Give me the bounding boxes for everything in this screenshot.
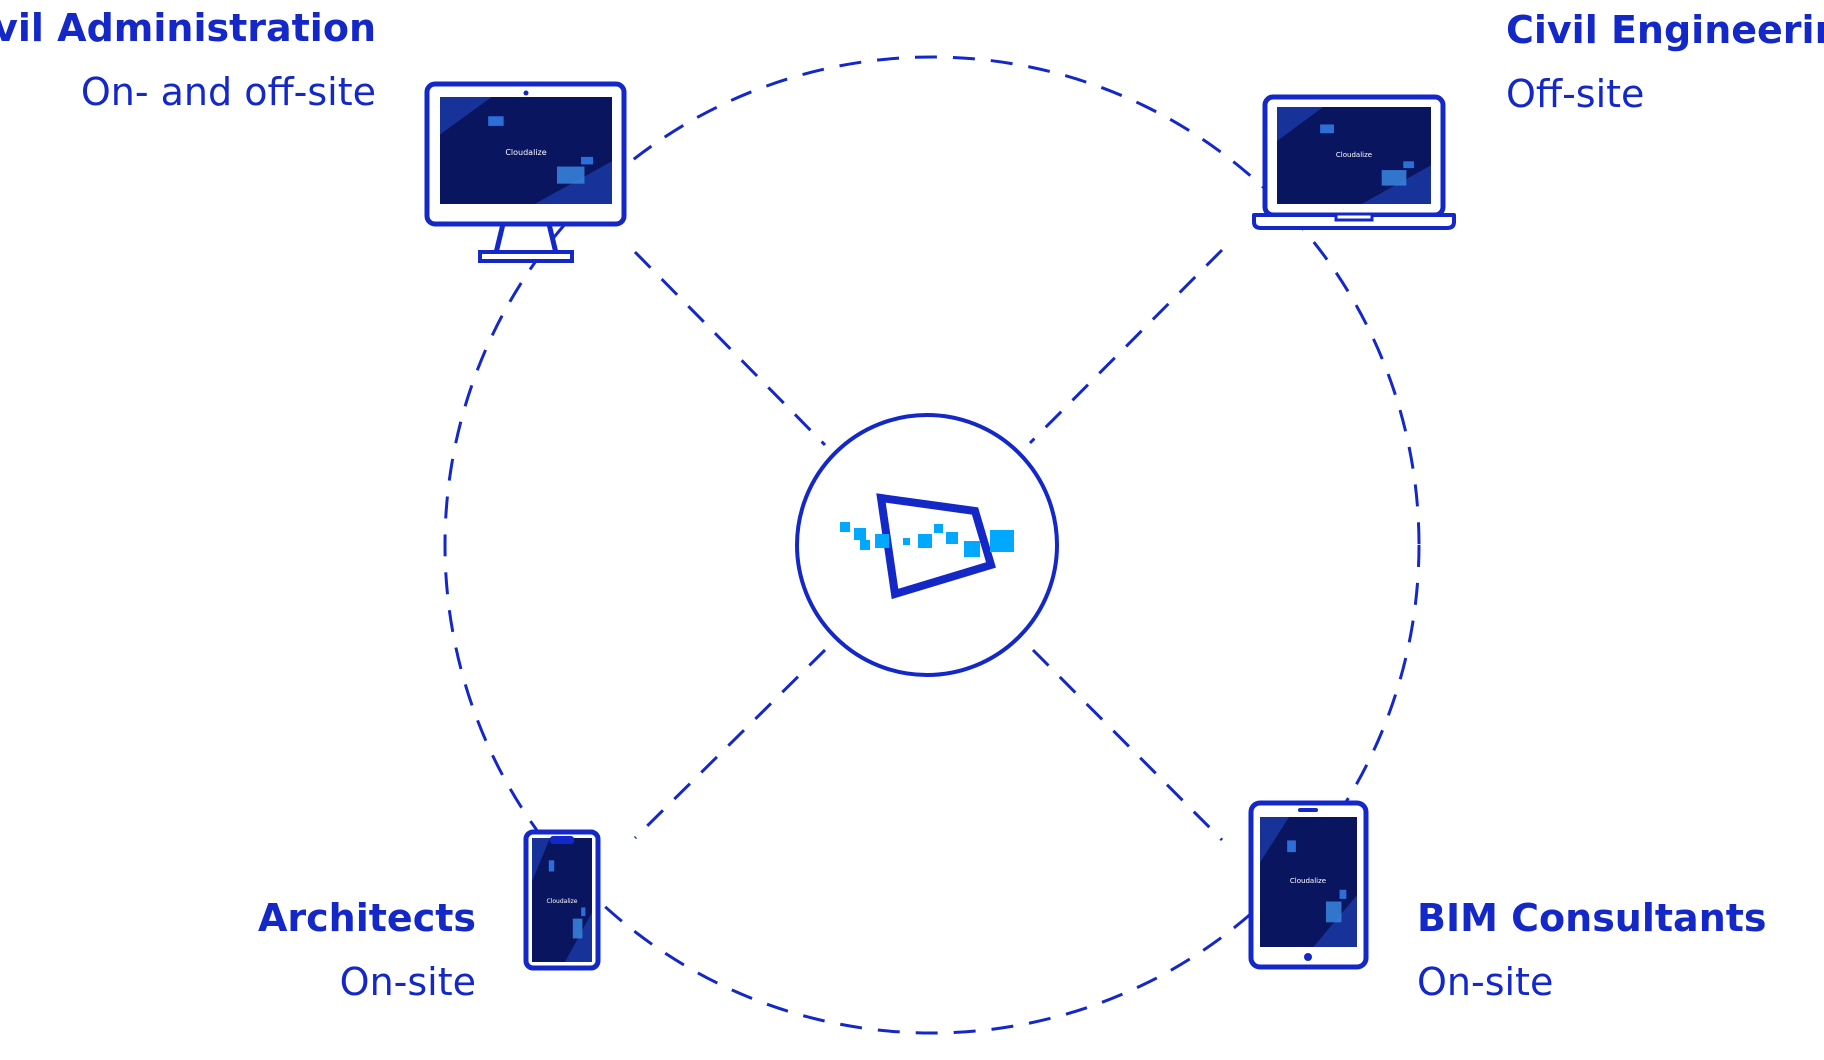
spoke-top-left [633, 250, 827, 447]
phone-screen-brand: Cloudalize [547, 898, 578, 905]
node-label-bim-consultants: BIM Consultants On-site [1417, 894, 1767, 1006]
node-title: Architects [258, 896, 476, 940]
outer-dashed-ring [443, 55, 1421, 1035]
spoke-bottom-left [633, 648, 827, 840]
cloudalize-logo-icon [840, 493, 1014, 600]
monitor-screen-brand: Cloudalize [505, 148, 546, 157]
smartphone-icon: Cloudalize [523, 829, 601, 971]
center-hub [795, 413, 1059, 677]
laptop-screen-brand: Cloudalize [1336, 151, 1372, 159]
node-label-architects: Architects On-site [258, 894, 476, 1006]
node-label-civil-administration: Civil Administration On- and off-site [0, 4, 376, 116]
tablet-screen-brand: Cloudalize [1290, 877, 1326, 885]
node-subtitle: On-site [339, 960, 476, 1004]
spoke-bottom-right [1031, 648, 1224, 842]
laptop-icon: Cloudalize [1252, 94, 1456, 230]
node-subtitle: On-site [1417, 960, 1554, 1004]
node-title: Civil Engineering [1506, 8, 1824, 52]
node-title: BIM Consultants [1417, 896, 1767, 940]
node-subtitle: On- and off-site [80, 70, 376, 114]
spoke-top-right [1028, 248, 1224, 445]
node-subtitle: Off-site [1506, 72, 1645, 116]
desktop-monitor-icon: Cloudalize [424, 81, 627, 263]
node-label-civil-engineering: Civil Engineering Off-site [1506, 6, 1824, 118]
node-title: Civil Administration [0, 6, 376, 50]
tablet-icon: Cloudalize [1248, 800, 1369, 970]
